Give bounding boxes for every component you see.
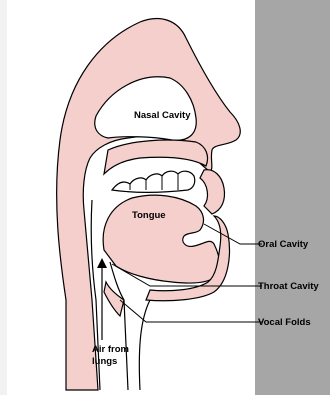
upper-lip xyxy=(200,170,225,214)
throat-front xyxy=(110,262,128,390)
vocal-folds-shape xyxy=(104,282,124,316)
tongue-shape xyxy=(103,195,219,283)
label-nasal-cavity: Nasal Cavity xyxy=(134,110,191,121)
vocal-folds-leader xyxy=(120,300,262,322)
palate xyxy=(104,140,208,174)
label-air-from: Air from xyxy=(92,344,129,355)
upper-teeth xyxy=(112,171,195,192)
air-arrowhead xyxy=(97,258,107,268)
label-throat-cavity: Throat Cavity xyxy=(258,281,319,292)
label-vocal-folds: Vocal Folds xyxy=(258,317,311,328)
label-oral-cavity: Oral Cavity xyxy=(258,239,309,250)
oral-cavity-leader xyxy=(204,224,262,244)
label-lungs: lungs xyxy=(92,356,117,367)
neck-line xyxy=(139,300,150,390)
label-tongue: Tongue xyxy=(132,210,166,221)
